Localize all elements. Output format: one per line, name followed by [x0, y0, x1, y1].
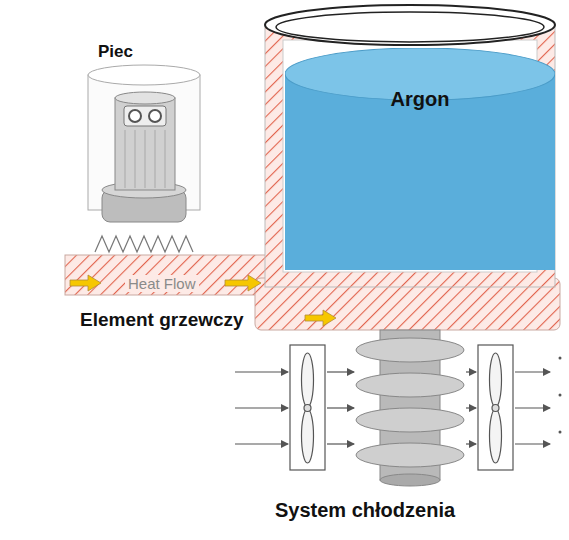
node-text: Argon [285, 88, 555, 111]
cooling-label: System chłodzenia [275, 499, 455, 522]
argon-fill [285, 48, 555, 270]
argon-volume: Argon [285, 48, 555, 270]
furnace-label: Piec [98, 42, 133, 62]
band-label: Heat Flow [125, 275, 199, 292]
heater-label: Element grzewczy [80, 309, 244, 331]
